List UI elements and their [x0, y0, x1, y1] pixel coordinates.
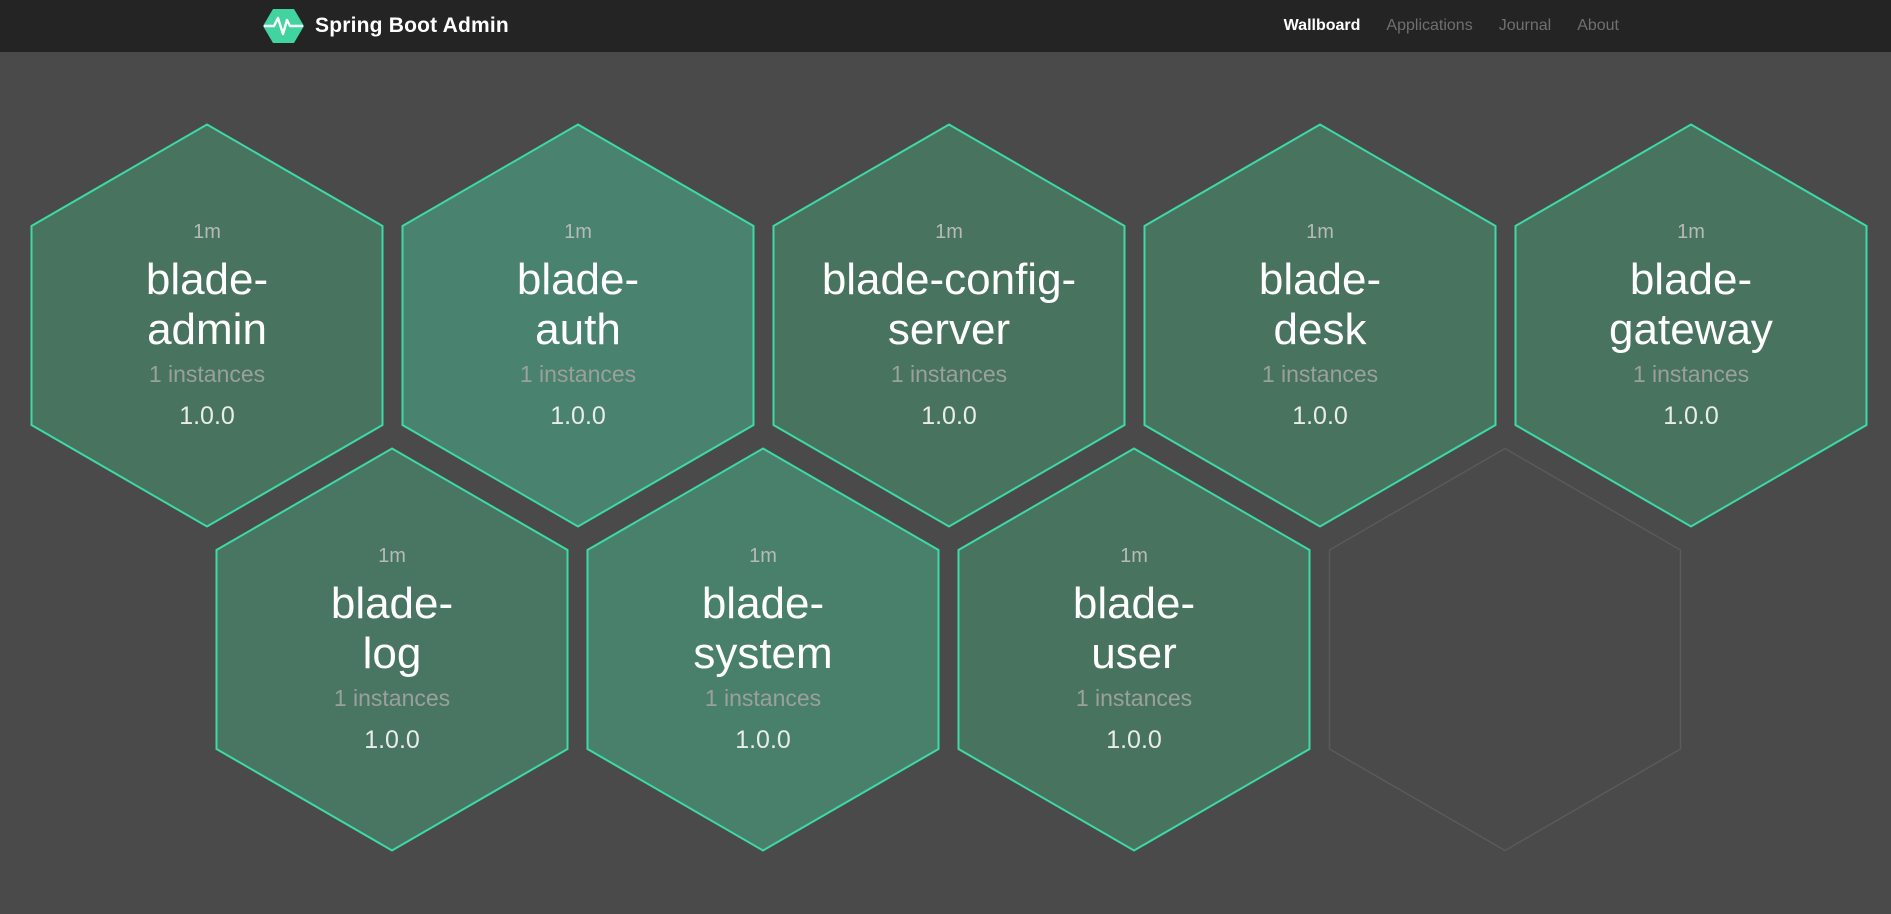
hexagon-shape	[1514, 123, 1868, 528]
version-label: 1.0.0	[364, 725, 420, 754]
version-label: 1.0.0	[1106, 725, 1162, 754]
instances-label: 1 instances	[519, 360, 637, 387]
version-label: 1.0.0	[921, 401, 977, 430]
empty-hexagon-outline	[1328, 447, 1682, 852]
instances-label: 1 instances	[148, 360, 266, 387]
nav-item-journal[interactable]: Journal	[1498, 17, 1552, 34]
application-hexagon-blade-admin[interactable]: 1m blade- admin 1 instances 1.0.0	[30, 123, 384, 528]
uptime-label: 1m	[1306, 220, 1334, 243]
version-label: 1.0.0	[1663, 401, 1719, 430]
application-name: blade- auth	[516, 254, 640, 354]
application-name: blade- log	[330, 578, 454, 678]
nav-item-about[interactable]: About	[1577, 17, 1619, 34]
brand-link[interactable]: Spring Boot Admin	[262, 0, 509, 52]
uptime-label: 1m	[564, 220, 592, 243]
application-name: blade-config- server	[821, 254, 1077, 354]
application-hexagon-blade-system[interactable]: 1m blade- system 1 instances 1.0.0	[586, 447, 940, 852]
uptime-label: 1m	[1120, 544, 1148, 567]
instances-label: 1 instances	[1261, 360, 1379, 387]
hexagon-shape	[401, 123, 755, 528]
hexagon-shape	[957, 447, 1311, 852]
application-name: blade- gateway	[1609, 254, 1773, 354]
nav-item-wallboard[interactable]: Wallboard	[1283, 17, 1361, 34]
application-hexagon-blade-user[interactable]: 1m blade- user 1 instances 1.0.0	[957, 447, 1311, 852]
application-hexagon-blade-desk[interactable]: 1m blade- desk 1 instances 1.0.0	[1143, 123, 1497, 528]
hexagon-shape	[1143, 123, 1497, 528]
brand-title: Spring Boot Admin	[315, 14, 509, 37]
uptime-label: 1m	[935, 220, 963, 243]
instances-label: 1 instances	[1632, 360, 1750, 387]
instances-label: 1 instances	[704, 684, 822, 711]
application-name: blade- desk	[1258, 254, 1382, 354]
wallboard: 1m blade- admin 1 instances 1.0.0 1m bla…	[0, 52, 1891, 914]
application-hexagon-blade-log[interactable]: 1m blade- log 1 instances 1.0.0	[215, 447, 569, 852]
empty-hexagon-slot	[1328, 447, 1682, 852]
hexagon-shape	[772, 123, 1126, 528]
nav-item-applications[interactable]: Applications	[1386, 17, 1473, 34]
application-hexagon-blade-auth[interactable]: 1m blade- auth 1 instances 1.0.0	[401, 123, 755, 528]
version-label: 1.0.0	[735, 725, 791, 754]
hexagon-shape	[586, 447, 940, 852]
main-nav: Wallboard Applications Journal About	[1284, 0, 1619, 52]
version-label: 1.0.0	[550, 401, 606, 430]
top-nav-bar: Spring Boot Admin Wallboard Applications…	[0, 0, 1891, 52]
application-name: blade- system	[693, 578, 833, 678]
application-name: blade- admin	[145, 254, 269, 354]
instances-label: 1 instances	[1075, 684, 1193, 711]
instances-label: 1 instances	[890, 360, 1008, 387]
hexagon-shape	[30, 123, 384, 528]
uptime-label: 1m	[193, 220, 221, 243]
application-hexagon-blade-config-server[interactable]: 1m blade-config- server 1 instances 1.0.…	[772, 123, 1126, 528]
application-hexagon-blade-gateway[interactable]: 1m blade- gateway 1 instances 1.0.0	[1514, 123, 1868, 528]
uptime-label: 1m	[749, 544, 777, 567]
uptime-label: 1m	[1677, 220, 1705, 243]
hexagon-shape	[215, 447, 569, 852]
spring-boot-admin-logo-icon	[263, 9, 304, 43]
instances-label: 1 instances	[333, 684, 451, 711]
version-label: 1.0.0	[1292, 401, 1348, 430]
uptime-label: 1m	[378, 544, 406, 567]
version-label: 1.0.0	[179, 401, 235, 430]
application-name: blade- user	[1072, 578, 1196, 678]
